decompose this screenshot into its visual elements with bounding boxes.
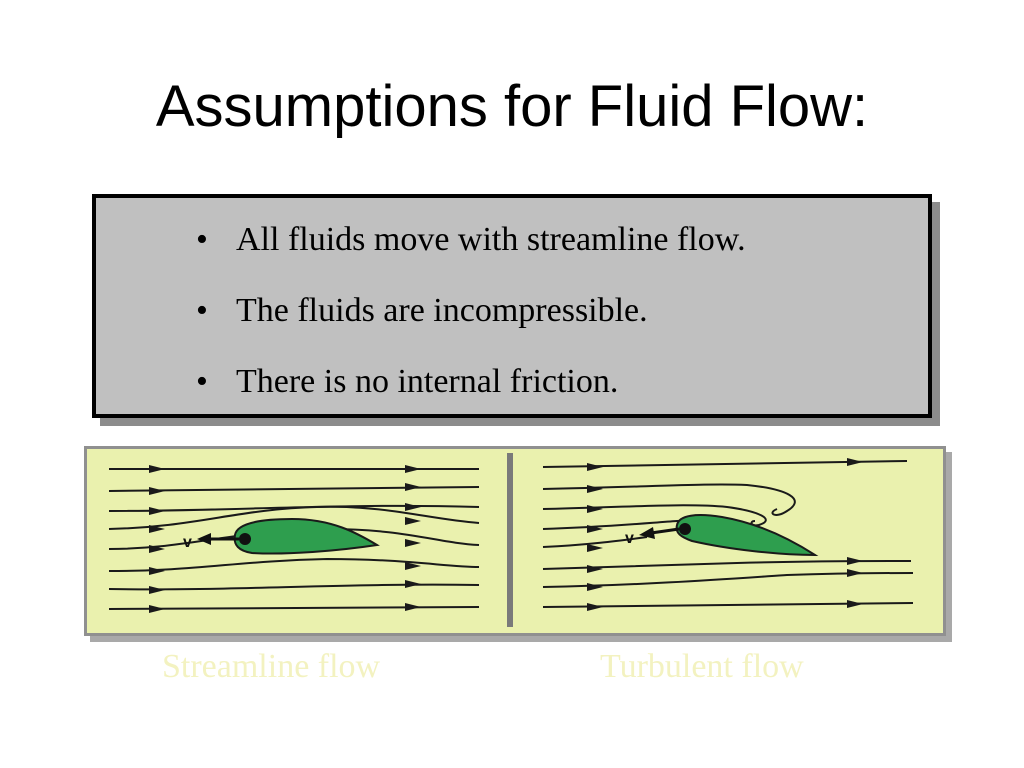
bullet-dot: •: [196, 292, 208, 329]
assumptions-list: • All fluids move with streamline flow. …: [196, 220, 746, 433]
airfoil-icon: [675, 514, 819, 557]
airfoil-nose-dot: [239, 533, 251, 545]
flow-arrow-icon: [405, 539, 421, 547]
flow-arrow-icon: [587, 463, 603, 471]
bullet-dot: •: [196, 221, 208, 258]
flow-arrow-icon: [847, 600, 863, 608]
bullet-dot: •: [196, 363, 208, 400]
streamline: [542, 560, 912, 570]
streamline: [108, 557, 480, 572]
flow-arrow-icon: [587, 583, 603, 591]
flow-arrow-icon: [405, 580, 421, 588]
flow-arrow-icon: [149, 465, 165, 473]
bullet-text: There is no internal friction.: [236, 363, 619, 400]
flow-arrow-icon: [149, 545, 165, 553]
streamline: [108, 505, 480, 530]
flow-arrow-icon: [847, 458, 863, 466]
flow-arrow-icon: [405, 603, 421, 611]
flow-arrow-icon: [587, 544, 603, 552]
flow-arrow-icon: [149, 487, 165, 495]
flow-arrow-icon: [405, 503, 421, 511]
streamline: [542, 460, 908, 468]
bullet-text: The fluids are incompressible.: [236, 292, 648, 329]
assumptions-box: • All fluids move with streamline flow. …: [92, 194, 932, 418]
velocity-arrow-icon: [197, 533, 211, 545]
streamline: [542, 483, 796, 516]
flow-diagram: v v: [108, 453, 914, 627]
flow-arrow-icon: [149, 567, 165, 575]
streamline: [542, 536, 648, 548]
flow-arrow-icon: [405, 483, 421, 491]
flow-arrow-icon: [405, 465, 421, 473]
velocity-label: v: [625, 530, 634, 547]
streamline: [542, 572, 914, 588]
bullet-text: All fluids move with streamline flow.: [236, 221, 746, 258]
flow-diagram-panel: v v: [84, 446, 946, 636]
flow-arrow-icon: [149, 586, 165, 594]
panel-divider: [507, 453, 513, 627]
streamline: [108, 583, 480, 591]
flow-arrow-icon: [847, 569, 863, 577]
bullet-item-1: • All fluids move with streamline flow.: [196, 220, 746, 291]
flow-arrow-icon: [405, 562, 421, 570]
flow-arrow-icon: [149, 525, 165, 533]
flow-arrow-icon: [587, 565, 603, 573]
flow-arrow-icon: [149, 605, 165, 613]
flow-arrow-icon: [587, 485, 603, 493]
bullet-item-2: • The fluids are incompressible.: [196, 291, 746, 362]
streamline: [108, 486, 480, 492]
turbulent-flow-caption: Turbulent flow: [600, 648, 804, 685]
airfoil-icon: [233, 517, 380, 555]
flow-arrow-icon: [587, 525, 603, 533]
flow-arrow-icon: [149, 507, 165, 515]
streamline: [108, 606, 480, 610]
flow-arrow-icon: [847, 557, 863, 565]
streamline-flow-caption: Streamline flow: [162, 648, 381, 685]
slide-title: Assumptions for Fluid Flow:: [155, 74, 869, 139]
velocity-arrow-icon: [639, 527, 655, 539]
flow-arrow-icon: [405, 517, 421, 525]
airfoil-nose-dot: [679, 523, 691, 535]
velocity-label: v: [183, 534, 192, 551]
velocity-vector: [650, 527, 680, 535]
bullet-item-3: • There is no internal friction.: [196, 362, 746, 433]
flow-arrow-icon: [587, 603, 603, 611]
flow-arrow-icon: [587, 505, 603, 513]
